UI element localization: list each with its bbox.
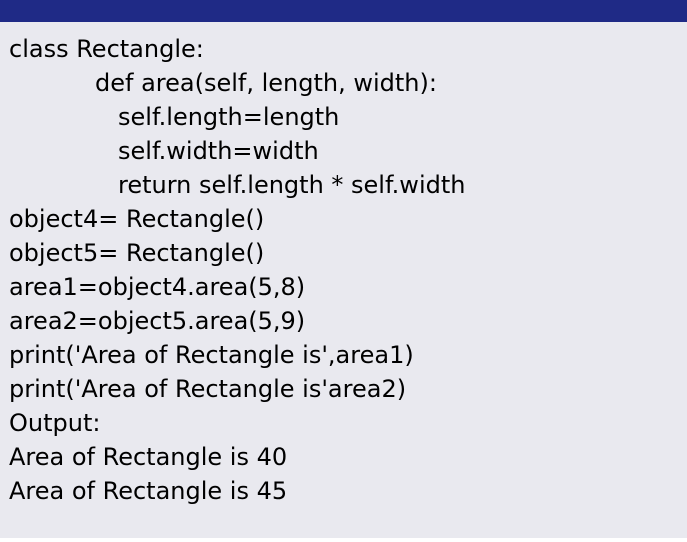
code-line-assign-length: self.length=length	[118, 103, 340, 131]
code-line-assign-width: self.width=width	[118, 137, 319, 165]
code-line-method-def: def area(self, length, width):	[95, 69, 437, 97]
code-line-print-area2: print('Area of Rectangle is'area2)	[9, 375, 407, 403]
output-label: Output:	[9, 409, 101, 437]
code-line-area2: area2=object5.area(5,9)	[9, 307, 306, 335]
bottom-edge	[0, 538, 687, 542]
header-bar	[0, 0, 687, 22]
code-line-object5: object5= Rectangle()	[9, 239, 265, 267]
code-line-area1: area1=object4.area(5,8)	[9, 273, 306, 301]
code-line-print-area1: print('Area of Rectangle is',area1)	[9, 341, 414, 369]
code-line-class-def: class Rectangle:	[9, 35, 204, 63]
code-block: class Rectangle: def area(self, length, …	[0, 22, 687, 538]
output-line-1: Area of Rectangle is 40	[9, 443, 288, 471]
output-line-2: Area of Rectangle is 45	[9, 477, 288, 505]
code-line-return: return self.length * self.width	[118, 171, 466, 199]
code-line-object4: object4= Rectangle()	[9, 205, 265, 233]
